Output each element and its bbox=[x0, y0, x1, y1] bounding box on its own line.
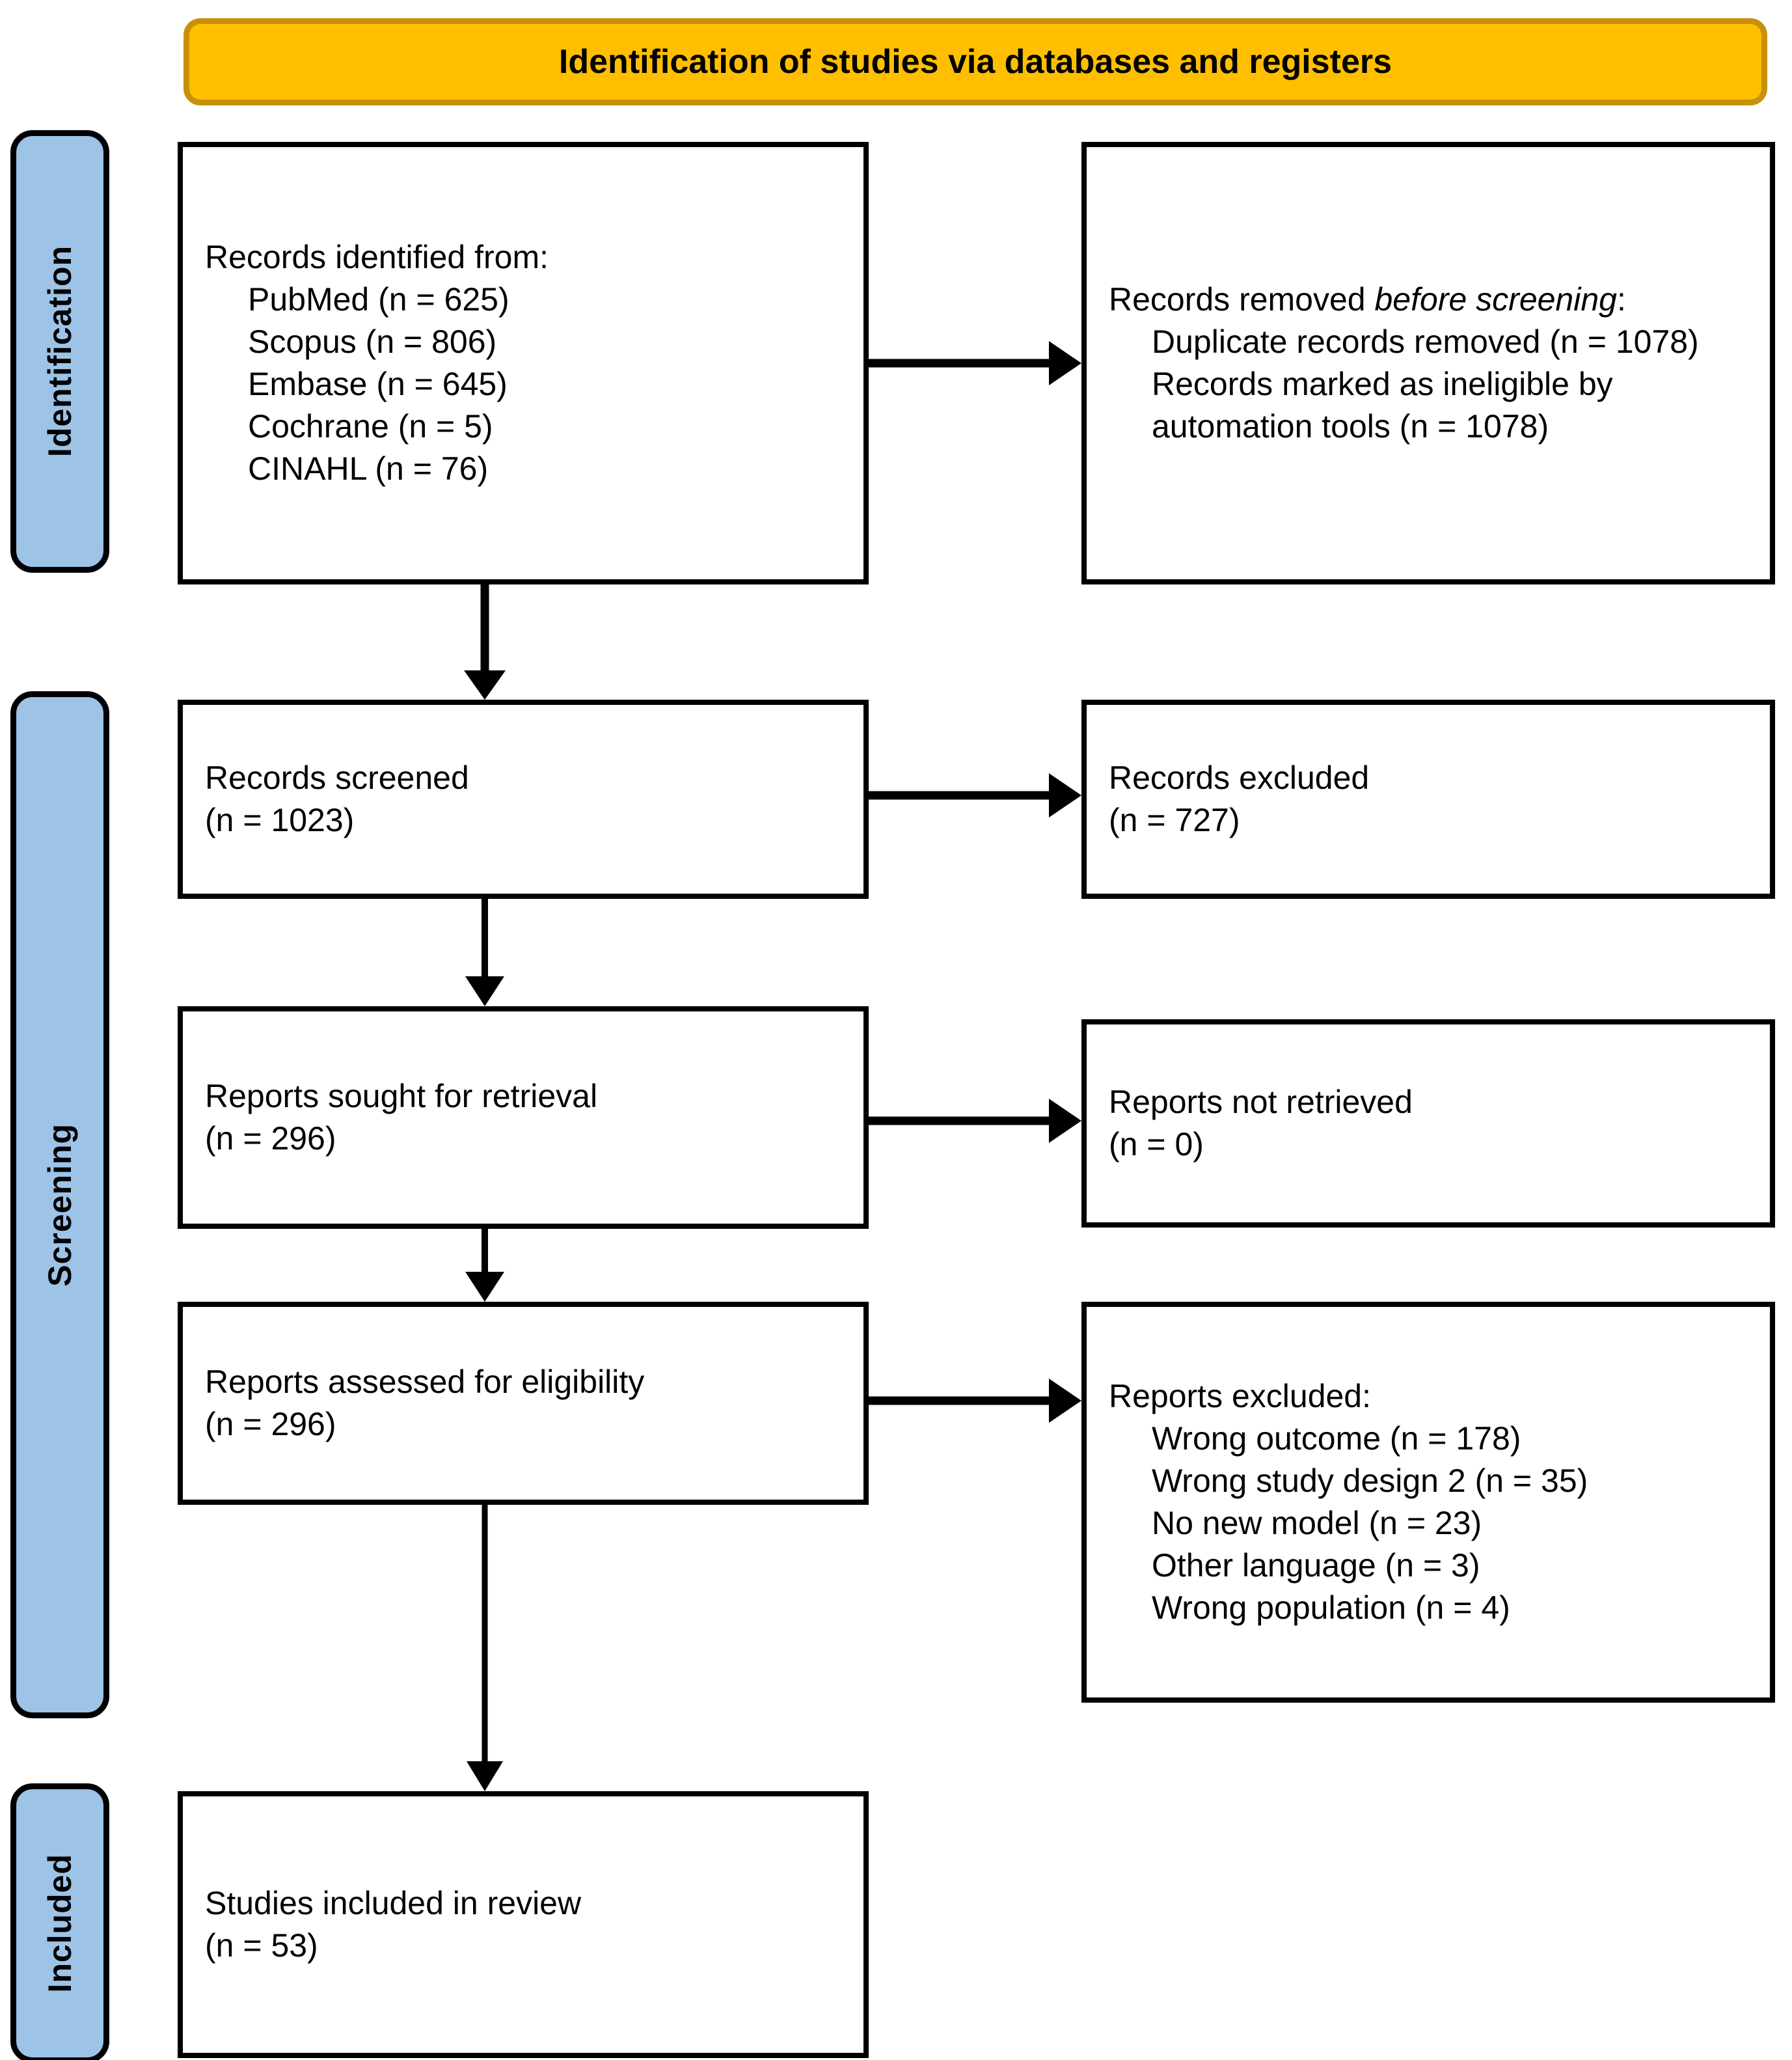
box-reports-not-retrieved: Reports not retrieved (n = 0) bbox=[1081, 1019, 1775, 1228]
records-screened-content: Records screened (n = 1023) bbox=[183, 757, 863, 842]
records-identified-item-scopus: Scopus (n = 806) bbox=[248, 323, 497, 360]
box-records-removed: Records removed before screening: Duplic… bbox=[1081, 142, 1775, 584]
arrow-sought-to-not-retrieved bbox=[869, 1099, 1081, 1143]
box-reports-assessed: Reports assessed for eligibility (n = 29… bbox=[178, 1302, 869, 1505]
stage-bar-identification: Identification bbox=[10, 130, 109, 573]
records-identified-heading: Records identified from: bbox=[205, 239, 549, 275]
records-identified-content: Records identified from: PubMed (n = 625… bbox=[183, 236, 863, 490]
records-removed-heading-post: : bbox=[1616, 281, 1626, 318]
reports-excluded-item-wrong-outcome: Wrong outcome (n = 178) bbox=[1152, 1420, 1521, 1457]
arrow-assessed-to-reports-excluded bbox=[869, 1379, 1081, 1423]
box-reports-sought: Reports sought for retrieval (n = 296) bbox=[178, 1006, 869, 1229]
reports-sought-content: Reports sought for retrieval (n = 296) bbox=[183, 1075, 863, 1160]
records-identified-item-cochrane: Cochrane (n = 5) bbox=[248, 408, 493, 445]
records-screened-label: Records screened bbox=[205, 760, 469, 796]
studies-included-label: Studies included in review bbox=[205, 1885, 582, 1921]
records-identified-item-pubmed: PubMed (n = 625) bbox=[248, 281, 509, 318]
box-studies-included: Studies included in review (n = 53) bbox=[178, 1791, 869, 2058]
records-excluded-content: Records excluded (n = 727) bbox=[1087, 757, 1770, 842]
arrow-identified-to-screened bbox=[464, 584, 506, 700]
reports-sought-count: (n = 296) bbox=[205, 1120, 336, 1157]
stage-bar-screening: Screening bbox=[10, 691, 109, 1718]
reports-sought-label: Reports sought for retrieval bbox=[205, 1078, 598, 1114]
reports-not-retrieved-label: Reports not retrieved bbox=[1109, 1084, 1413, 1120]
arrow-screened-to-records-excluded bbox=[869, 773, 1081, 817]
reports-not-retrieved-count: (n = 0) bbox=[1109, 1126, 1204, 1162]
reports-assessed-label: Reports assessed for eligibility bbox=[205, 1364, 645, 1400]
records-removed-item-duplicates: Duplicate records removed (n = 1078) bbox=[1152, 323, 1699, 360]
records-removed-heading-pre: Records removed bbox=[1109, 281, 1375, 318]
stage-label-identification: Identification bbox=[42, 245, 78, 458]
reports-excluded-item-wrong-study-design: Wrong study design 2 (n = 35) bbox=[1152, 1463, 1588, 1499]
stage-bar-included: Included bbox=[10, 1783, 109, 2060]
box-records-screened: Records screened (n = 1023) bbox=[178, 700, 869, 899]
box-records-identified: Records identified from: PubMed (n = 625… bbox=[178, 142, 869, 584]
reports-assessed-count: (n = 296) bbox=[205, 1406, 336, 1442]
stage-label-included: Included bbox=[42, 1854, 78, 1993]
reports-excluded-heading: Reports excluded: bbox=[1109, 1378, 1372, 1414]
records-removed-content: Records removed before screening: Duplic… bbox=[1087, 279, 1770, 448]
diagram-header-banner: Identification of studies via databases … bbox=[183, 18, 1767, 105]
stage-label-screening: Screening bbox=[42, 1123, 78, 1287]
records-identified-item-cinahl: CINAHL (n = 76) bbox=[248, 450, 489, 487]
arrow-screened-to-reports-sought bbox=[465, 899, 504, 1006]
records-identified-item-embase: Embase (n = 645) bbox=[248, 366, 508, 402]
records-excluded-count: (n = 727) bbox=[1109, 802, 1240, 838]
reports-excluded-item-wrong-population: Wrong population (n = 4) bbox=[1152, 1589, 1510, 1626]
studies-included-content: Studies included in review (n = 53) bbox=[183, 1882, 863, 1967]
box-reports-excluded: Reports excluded: Wrong outcome (n = 178… bbox=[1081, 1302, 1775, 1703]
records-removed-heading: Records removed before screening: bbox=[1109, 279, 1748, 321]
studies-included-count: (n = 53) bbox=[205, 1927, 318, 1964]
reports-not-retrieved-content: Reports not retrieved (n = 0) bbox=[1087, 1081, 1770, 1166]
reports-excluded-content: Reports excluded: Wrong outcome (n = 178… bbox=[1087, 1375, 1770, 1629]
records-screened-count: (n = 1023) bbox=[205, 802, 355, 838]
arrow-identified-to-removed bbox=[869, 341, 1081, 385]
records-removed-item-automation: Records marked as ineligible by automati… bbox=[1152, 366, 1613, 445]
reports-assessed-content: Reports assessed for eligibility (n = 29… bbox=[183, 1361, 863, 1446]
records-removed-heading-emphasis: before screening bbox=[1374, 281, 1617, 318]
banner-title: Identification of studies via databases … bbox=[558, 43, 1392, 81]
reports-excluded-item-other-language: Other language (n = 3) bbox=[1152, 1547, 1480, 1584]
arrow-assessed-to-studies-included bbox=[467, 1505, 503, 1791]
box-records-excluded: Records excluded (n = 727) bbox=[1081, 700, 1775, 899]
arrow-sought-to-assessed bbox=[465, 1229, 504, 1302]
records-excluded-label: Records excluded bbox=[1109, 760, 1370, 796]
reports-excluded-item-no-new-model: No new model (n = 23) bbox=[1152, 1505, 1482, 1541]
